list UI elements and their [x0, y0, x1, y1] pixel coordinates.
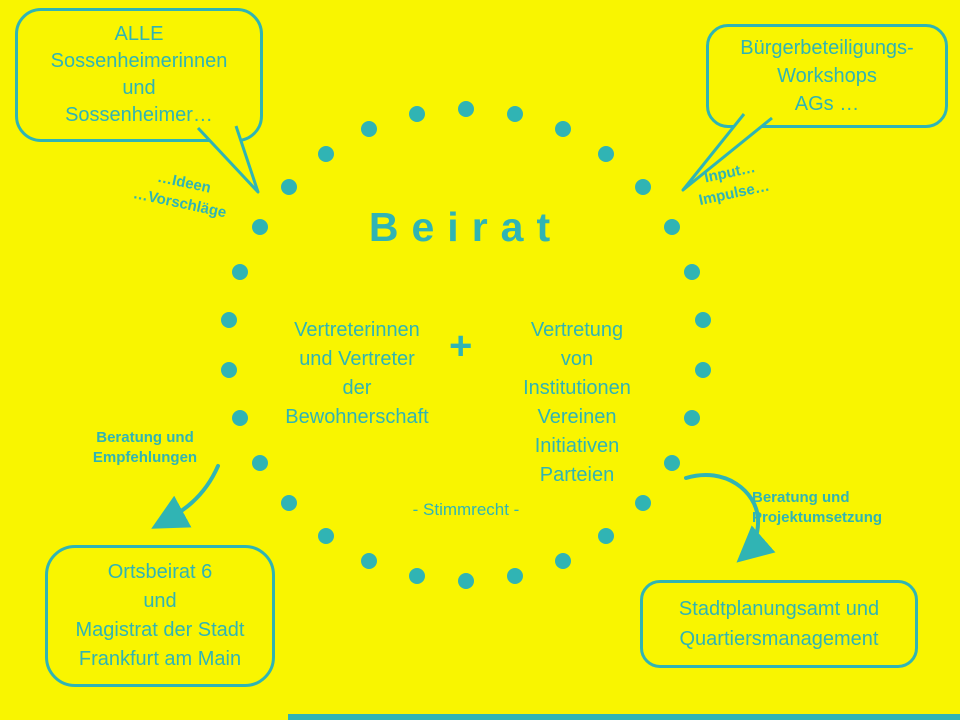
circle-dot [634, 494, 651, 511]
circle-dot [281, 179, 298, 196]
circle-dot [361, 552, 378, 569]
label-beratung-projektumsetzung: Beratung und Projektumsetzung [752, 489, 883, 526]
plus-sign: + [449, 324, 473, 368]
circle-dot [664, 219, 681, 235]
bubble-alle-sossenheimer-text: ALLE Sossenheimerinnen und Sossenheimer… [50, 23, 228, 126]
circle-dot [664, 455, 681, 471]
curved-arrow-left-icon [151, 464, 220, 529]
circle-dot [408, 567, 425, 584]
members-institutions: Vertretung von Institutionen Vereinen In… [523, 319, 631, 486]
circle-dot [684, 409, 701, 426]
circle-dot [221, 312, 238, 329]
diagram-title: Beirat [368, 204, 564, 250]
circle-dot [554, 552, 571, 569]
circle-dot [554, 121, 571, 138]
bubble-alle-sossenheimer: ALLE Sossenheimerinnen und Sossenheimer… [15, 8, 263, 142]
circle-dot [221, 361, 238, 378]
circle-dot [694, 312, 711, 329]
circle-dot [507, 567, 524, 584]
circle-dot [684, 264, 701, 281]
circle-dot [251, 219, 268, 235]
circle-dot [597, 146, 614, 163]
circle-dot [458, 101, 474, 117]
circle-dot [408, 106, 425, 123]
circle-dot [507, 106, 524, 123]
circle-dot [251, 455, 268, 471]
circle-dot [318, 146, 335, 163]
circle-dot [318, 527, 335, 544]
circle-dot [458, 573, 474, 589]
circle-dot [281, 494, 298, 511]
circle-dot [361, 121, 378, 138]
box-stadtplanungsamt: Stadtplanungsamt und Quartiersmanagement [640, 580, 918, 668]
members-residents: Vertreterinnen und Vertreter der Bewohne… [285, 319, 429, 428]
circle-dot [634, 179, 651, 196]
voting-right-note: - Stimmrecht - [412, 500, 520, 519]
box-ortsbeirat-magistrat: Ortsbeirat 6 und Magistrat der Stadt Fra… [45, 545, 275, 687]
circle-dot [231, 409, 248, 426]
circle-dot [597, 527, 614, 544]
box-ortsbeirat-magistrat-text: Ortsbeirat 6 und Magistrat der Stadt Fra… [75, 561, 245, 670]
box-stadtplanungsamt-text: Stadtplanungsamt und Quartiersmanagement [678, 598, 880, 650]
bubble-buergerbeteiligung: Bürgerbeteiligungs- Workshops AGs … [706, 24, 948, 128]
label-beratung-empfehlungen: Beratung und Empfehlungen [92, 429, 198, 466]
slide-edge-bar [288, 714, 960, 720]
bubble-buergerbeteiligung-text: Bürgerbeteiligungs- Workshops AGs … [740, 37, 914, 115]
circle-dot [694, 361, 711, 378]
circle-dot [231, 264, 248, 281]
